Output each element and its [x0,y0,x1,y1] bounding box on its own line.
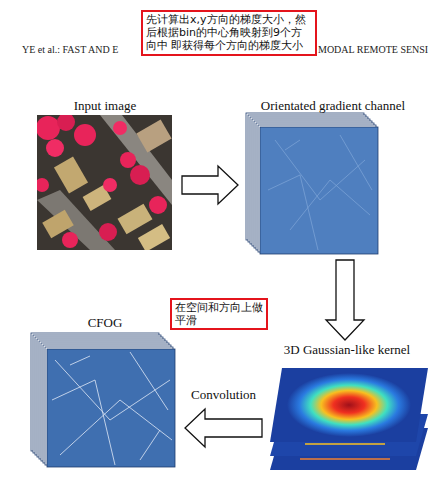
gradient-channel: Orientated gradient channel [238,96,428,260]
running-header: YE et al.: FAST AND E [22,44,118,55]
cfog-stack [31,333,175,467]
illustration-shape [54,157,88,194]
illustration-shape [120,152,136,168]
cfog-output: CFOG [25,313,185,473]
illustration-shape [100,115,172,205]
illustration-shape [260,127,378,254]
figure-label: 3D Gaussian-like kernel [262,343,432,357]
illustration-shape [52,352,172,465]
illustration-shape [138,224,170,250]
gaussian-kernel [270,368,428,470]
illustration-shape [268,135,372,250]
illustration-shape [37,115,172,250]
illustration-shape [287,373,411,437]
illustration-shape [62,232,78,248]
annotation-box: 先计算出x,y方向的梯度大小，然后根据bin的中心角映射到9个方向中 即获得每个… [141,10,317,56]
illustration-shape [47,349,175,467]
gaussian-kernel: 3D Gaussian-like kernel [262,340,432,475]
edge-label: Convolution [189,387,258,403]
note-text: 在空间和方向上做平滑 [175,301,263,327]
illustration-shape [37,178,49,192]
illustration-shape [99,223,117,241]
annotation-box: 在空间和方向上做平滑 [170,298,268,330]
input-image: Input image [28,96,182,256]
illustration-shape [149,196,167,214]
block-arrow [185,409,262,447]
illustration-shape [130,165,150,185]
illustration-shape [118,204,153,235]
illustration-shape [46,139,64,157]
illustration-shape [57,115,75,131]
gradient-texture [268,135,372,250]
running-header: MODAL REMOTE SENSI [318,44,428,55]
illustration-shape [74,124,96,146]
illustration-shape [136,119,171,152]
block-arrow [326,260,364,340]
illustration-shape [37,116,60,140]
figure-label: Orientated gradient channel [238,99,428,113]
illustration-shape [103,178,117,192]
illustration-shape [300,458,390,460]
cfog-texture [52,352,172,465]
illustration-shape [305,443,385,445]
illustration-shape [270,368,428,442]
gradient-channel-stack [246,113,378,254]
block-arrow [182,166,238,204]
note-text: 先计算出x,y方向的梯度大小，然后根据bin的中心角映射到9个方向中 即获得每个… [146,13,312,53]
figure-label: CFOG [25,316,185,330]
aerial-image [37,115,172,250]
figure-label: Input image [28,99,182,113]
illustration-shape [113,121,127,135]
